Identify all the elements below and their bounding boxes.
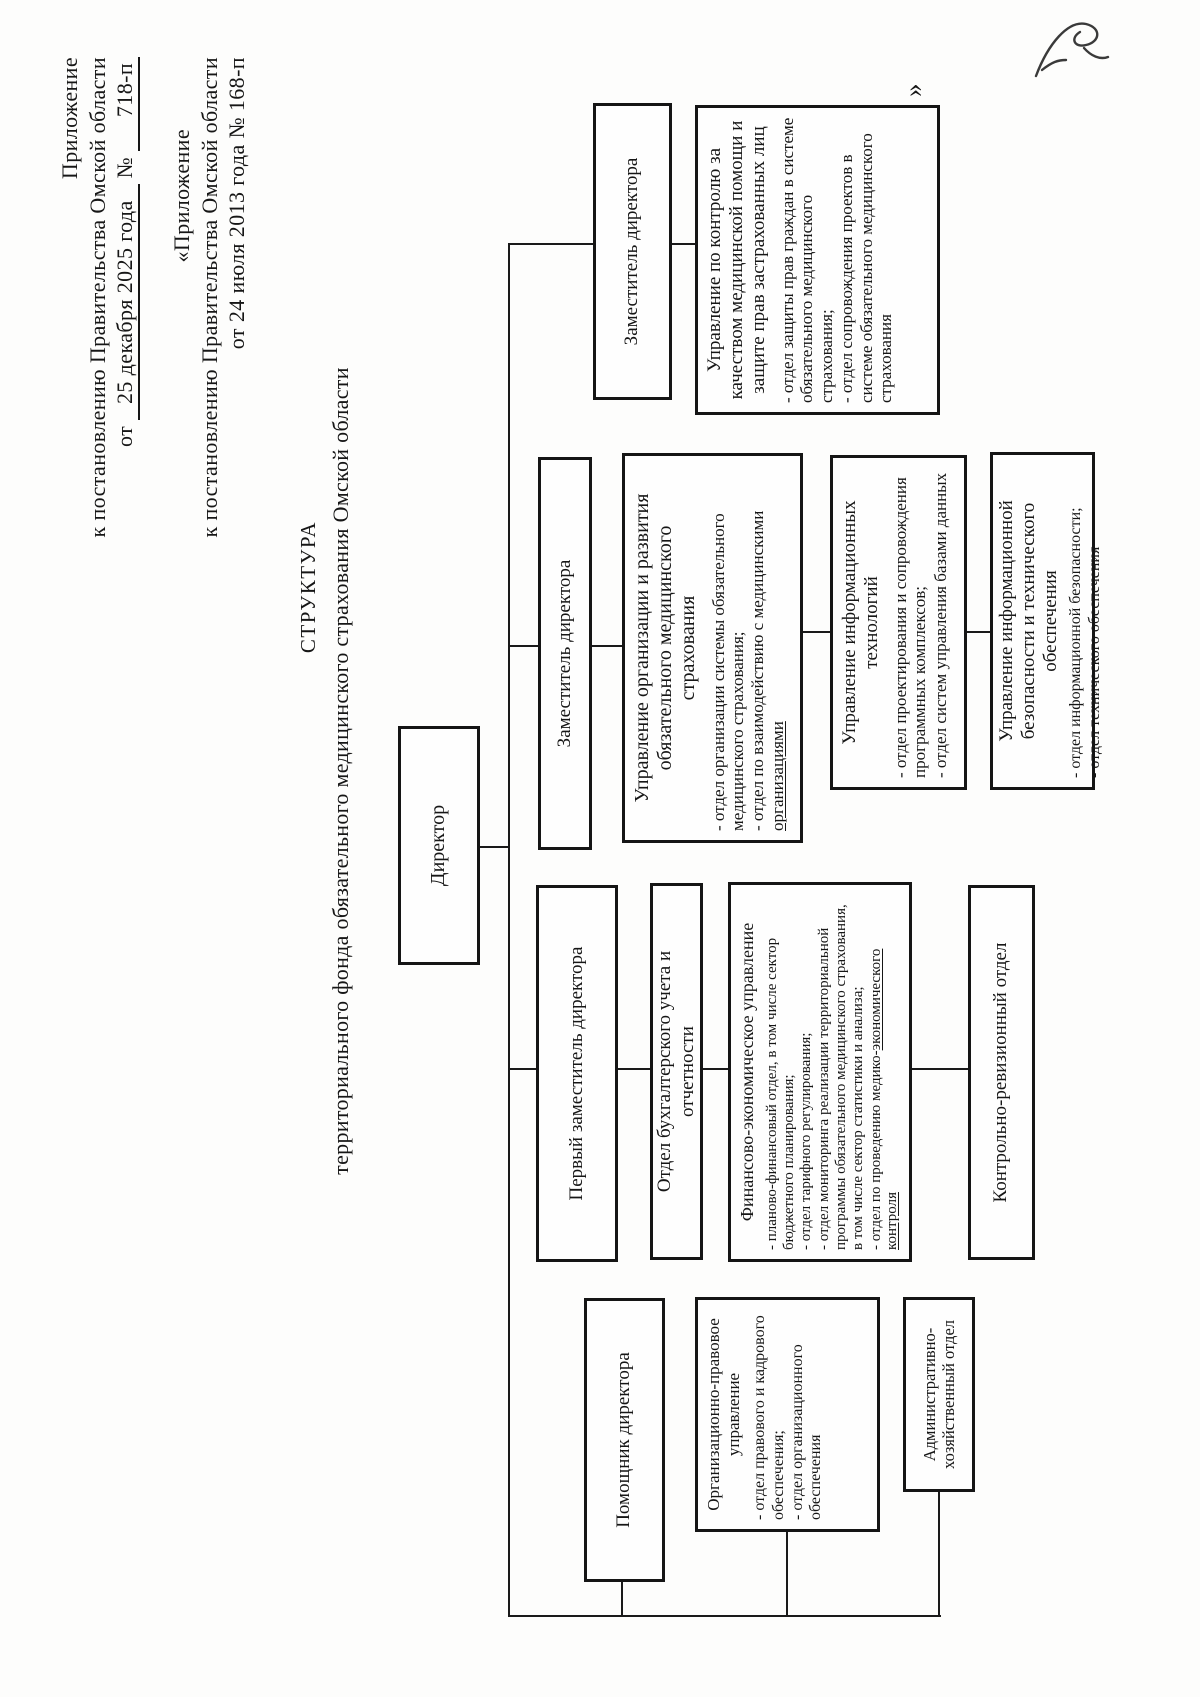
page-title: СТРУКТУРА xyxy=(296,520,320,654)
org-box-quality-control-directorate: Управление по контролю за качеством меди… xyxy=(695,105,940,415)
connector-deputy2-dept3 xyxy=(965,631,992,633)
unit-text: - отдел по взаимодействию с медицинскими xyxy=(748,510,768,831)
org-box-label: Первый заместитель директора xyxy=(565,946,587,1201)
department-unit: - отдел защиты прав граждан в системе об… xyxy=(778,117,836,403)
department-unit: - отдел по проведению медико-экономическ… xyxy=(868,894,902,1250)
department-unit: - отдел систем управления базами данных xyxy=(930,472,950,778)
annex-note-new: Приложение к постановлению Правительства… xyxy=(56,57,141,560)
annex-line: от 24 июля 2013 года № 168-п xyxy=(224,57,250,350)
org-box-deputy-director-1: Заместитель директора xyxy=(593,103,672,400)
pen-scribble-icon xyxy=(1034,22,1110,78)
page-subtitle: территориального фонда обязательного мед… xyxy=(328,367,353,1175)
annex-line: к постановлению Правительства Омской обл… xyxy=(84,57,110,538)
org-box-admin-department: Административно-хозяйственный отдел xyxy=(903,1297,975,1492)
connector-deputy1-drop xyxy=(508,243,595,245)
annex-line: «Приложение xyxy=(169,129,194,263)
department-unit: - отдел мониторинга реализации территори… xyxy=(816,904,866,1250)
closing-quote-mark: » xyxy=(898,83,928,98)
org-box-label: Административно-хозяйственный отдел xyxy=(919,1319,958,1470)
connector-trunk-horizontal xyxy=(508,243,510,1617)
department-unit: - отдел тарифного регулирования; xyxy=(798,1032,815,1250)
org-box-it-directorate: Управление информационных технологий - о… xyxy=(830,455,967,790)
org-box-audit-department: Контрольно-ревизионный отдел xyxy=(968,885,1035,1260)
org-box-oms-development-directorate: Управление организации и развития обязат… xyxy=(622,453,803,843)
department-unit: - отдел по взаимодействию с медицинскими… xyxy=(748,465,787,831)
annex-no-label: № xyxy=(112,157,138,179)
annex-line: к постановлению Правительства Омской обл… xyxy=(196,57,222,538)
department-title: Управление организации и развития обязат… xyxy=(631,493,700,803)
org-box-label: Отдел бухгалтерского учета и отчетности xyxy=(654,950,698,1193)
department-unit: - отдел информационной безопасности; xyxy=(1067,507,1085,778)
department-unit: - отдел организации системы обязательног… xyxy=(708,513,747,831)
connector-deputy2-dept1 xyxy=(592,645,624,647)
department-unit: - отдел сопровождения проектов в системе… xyxy=(837,133,895,403)
department-title: Организационно-правовое управление xyxy=(704,1318,743,1511)
org-box-label: Директор xyxy=(427,804,450,887)
org-box-first-deputy-director: Первый заместитель директора xyxy=(536,885,618,1262)
org-box-label: Помощник директора xyxy=(613,1352,635,1528)
department-unit: - отдел правового и кадрового обеспечени… xyxy=(751,1315,787,1520)
connector-deputy2-drop xyxy=(508,645,540,647)
connector-assistant xyxy=(621,1580,623,1617)
org-box-director: Директор xyxy=(398,726,480,965)
annex-line: Приложение xyxy=(57,57,82,180)
annex-number: 718-п xyxy=(112,57,141,152)
org-box-legal-directorate: Организационно-правовое управление - отд… xyxy=(695,1297,880,1532)
department-title: Управление информационной безопасности и… xyxy=(996,500,1062,742)
department-unit: - отдел проектирования и сопровождения п… xyxy=(891,477,930,778)
org-box-label: Заместитель директора xyxy=(553,559,575,748)
org-box-director-assistant: Помощник директора xyxy=(584,1298,665,1582)
department-title: Управление по контролю за качеством меди… xyxy=(704,120,770,400)
connector-deputy2-dept2 xyxy=(801,631,832,633)
connector-firstdeputy-dept2 xyxy=(701,1068,730,1070)
connector-director-trunk xyxy=(480,846,510,848)
org-box-label: Заместитель директора xyxy=(621,157,643,346)
department-unit: - отдел технического обеспечения xyxy=(1086,546,1104,778)
connector-left-vertical xyxy=(508,1615,941,1617)
org-box-label: Контрольно-ревизионный отдел xyxy=(990,942,1012,1203)
connector-legal xyxy=(786,1530,788,1617)
annex-date: 25 декабря 2025 года xyxy=(112,184,141,421)
connector-firstdeputy-dept1 xyxy=(616,1068,652,1070)
connector-firstdeputy-dept3 xyxy=(910,1068,970,1070)
unit-text: - отдел по проведению медико- xyxy=(867,1050,884,1250)
department-title: Управление информационных технологий xyxy=(839,500,883,745)
department-title: Финансово-экономическое управление xyxy=(737,922,757,1222)
annex-note-old: «Приложение к постановлению Правительств… xyxy=(168,57,251,560)
annex-line-date: от 25 декабря 2025 года № 718-п xyxy=(111,57,141,560)
department-unit: - планово-финансовый отдел, в том числе … xyxy=(763,937,797,1250)
connector-firstdeputy-drop xyxy=(508,1068,538,1070)
annex-from-label: от xyxy=(112,425,138,448)
connector-admin xyxy=(938,1490,940,1617)
connector-deputy1-dept xyxy=(672,243,697,245)
org-box-finance-directorate: Финансово-экономическое управление - пла… xyxy=(728,882,912,1262)
unit-text-underlined: организациями xyxy=(767,721,787,831)
org-box-accounting-department: Отдел бухгалтерского учета и отчетности xyxy=(650,883,703,1260)
org-box-deputy-director-2: Заместитель директора xyxy=(538,457,592,850)
org-box-infosec-directorate: Управление информационной безопасности и… xyxy=(990,452,1103,790)
department-unit: - отдел организационного обеспечения xyxy=(788,1344,825,1520)
